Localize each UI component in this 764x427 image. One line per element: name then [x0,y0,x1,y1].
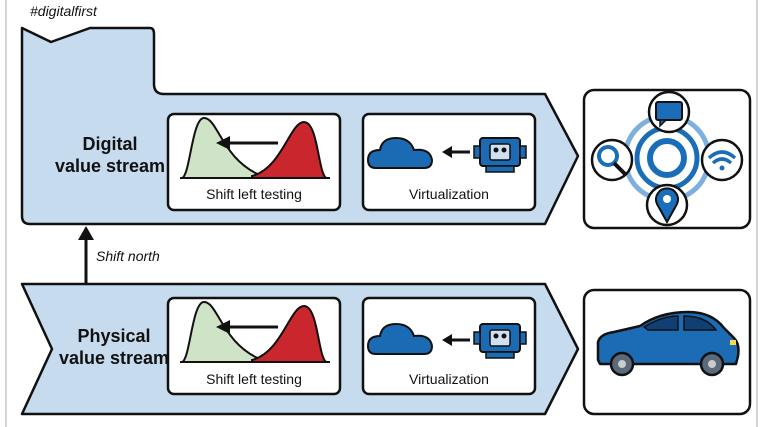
cloud-icon [366,322,434,355]
digital-services-box [582,88,752,230]
physical-shift-left-caption: Shift left testing [206,371,302,387]
physical-car-box [582,288,752,416]
physical-title-line2: value stream [58,348,170,368]
digital-title-line1: Digital [82,134,138,154]
physical-virtualization-card [361,296,537,396]
physical-title-line1: Physical [77,326,151,346]
digital-stream-title: Digital value stream [40,133,180,177]
physical-stream-title: Physical value stream [44,325,184,369]
car-icon [596,310,740,377]
robot-icon [473,323,527,359]
cloud-icon [366,136,434,169]
digital-shift-left-caption: Shift left testing [206,186,302,202]
digital-shift-left-card [166,112,342,212]
digitalfirst-tag: #digitalfirst [30,3,97,19]
robot-icon [473,137,527,173]
shift-north-label: Shift north [96,248,160,264]
shift-north-arrow [78,226,94,284]
chat-icon [647,90,691,134]
shift-left-chart-icon [180,116,330,179]
location-pin-icon [645,183,689,227]
digital-virtualization-caption: Virtualization [409,186,489,202]
wifi-icon [700,138,744,182]
digital-virtualization-card [361,112,537,212]
digital-title-line2: value stream [54,156,166,176]
physical-shift-left-card [166,296,342,396]
physical-virtualization-caption: Virtualization [409,371,489,387]
search-icon [590,138,634,182]
shift-left-chart-icon [180,300,330,363]
